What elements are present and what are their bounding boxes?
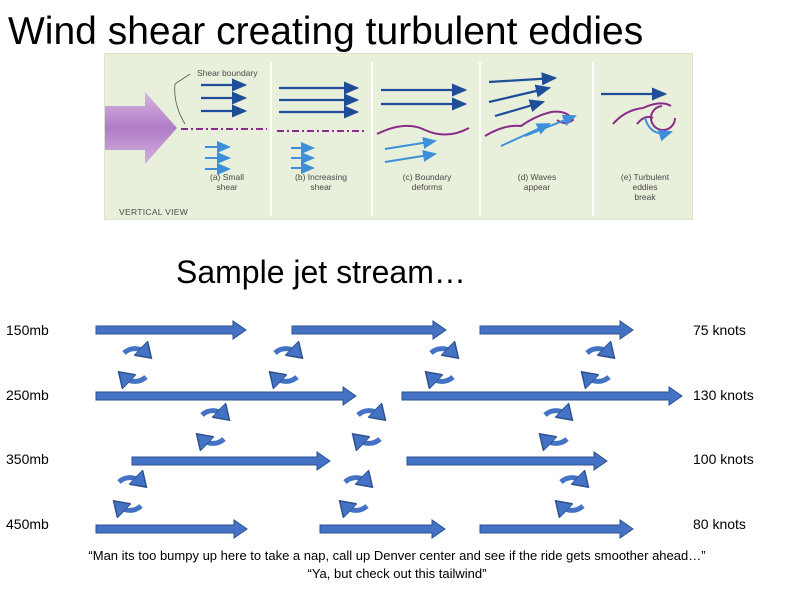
turbulent-eddy-icon-8 xyxy=(119,478,141,511)
turbulent-eddy-icon-5 xyxy=(202,411,224,444)
level-450mb-label: 450mb xyxy=(6,516,49,532)
turbulent-eddy-icon-1 xyxy=(124,349,146,382)
shear-boundary-label: Shear boundary xyxy=(197,68,258,78)
slide-title: Wind shear creating turbulent eddies xyxy=(8,10,644,53)
speed-100-knots-label: 100 knots xyxy=(693,451,754,467)
jet-arrow-row1-1 xyxy=(95,320,247,340)
jet-arrow-row1-3 xyxy=(479,320,634,340)
turbulent-eddy-icon-7 xyxy=(545,411,567,444)
level-350mb-label: 350mb xyxy=(6,451,49,467)
turbulent-eddy-icon-10 xyxy=(561,478,583,511)
jet-arrow-row3-1 xyxy=(131,451,331,471)
jet-arrow-row3-2 xyxy=(406,451,608,471)
turbulent-eddy-icon-9 xyxy=(345,478,367,511)
speed-80-knots-label: 80 knots xyxy=(693,516,746,532)
turbulent-eddy-icon-2 xyxy=(275,349,297,382)
big-wind-arrow xyxy=(105,92,177,164)
speed-130-knots-label: 130 knots xyxy=(693,387,754,403)
jet-arrow-row2-1 xyxy=(95,386,357,406)
jet-arrow-row4-3 xyxy=(479,519,634,539)
jet-arrow-row4-1 xyxy=(95,519,248,539)
jet-arrow-row4-2 xyxy=(319,519,446,539)
turbulent-eddy-icon-6 xyxy=(358,411,380,444)
jet-arrow-row1-2 xyxy=(291,320,447,340)
level-250mb-label: 250mb xyxy=(6,387,49,403)
vertical-view-label: VERTICAL VIEW xyxy=(119,207,189,217)
level-150mb-label: 150mb xyxy=(6,322,49,338)
jet-arrow-row2-2 xyxy=(401,386,683,406)
quote-line-1: “Man its too bumpy up here to take a nap… xyxy=(88,548,706,563)
speed-75-knots-label: 75 knots xyxy=(693,322,746,338)
quote-line-2: “Ya, but check out this tailwind” xyxy=(307,566,487,581)
turbulent-eddy-icon-4 xyxy=(587,349,609,382)
turbulent-eddy-icon-3 xyxy=(431,349,453,382)
wind-shear-illustration xyxy=(105,62,676,216)
jet-stream-subtitle: Sample jet stream… xyxy=(176,254,466,290)
